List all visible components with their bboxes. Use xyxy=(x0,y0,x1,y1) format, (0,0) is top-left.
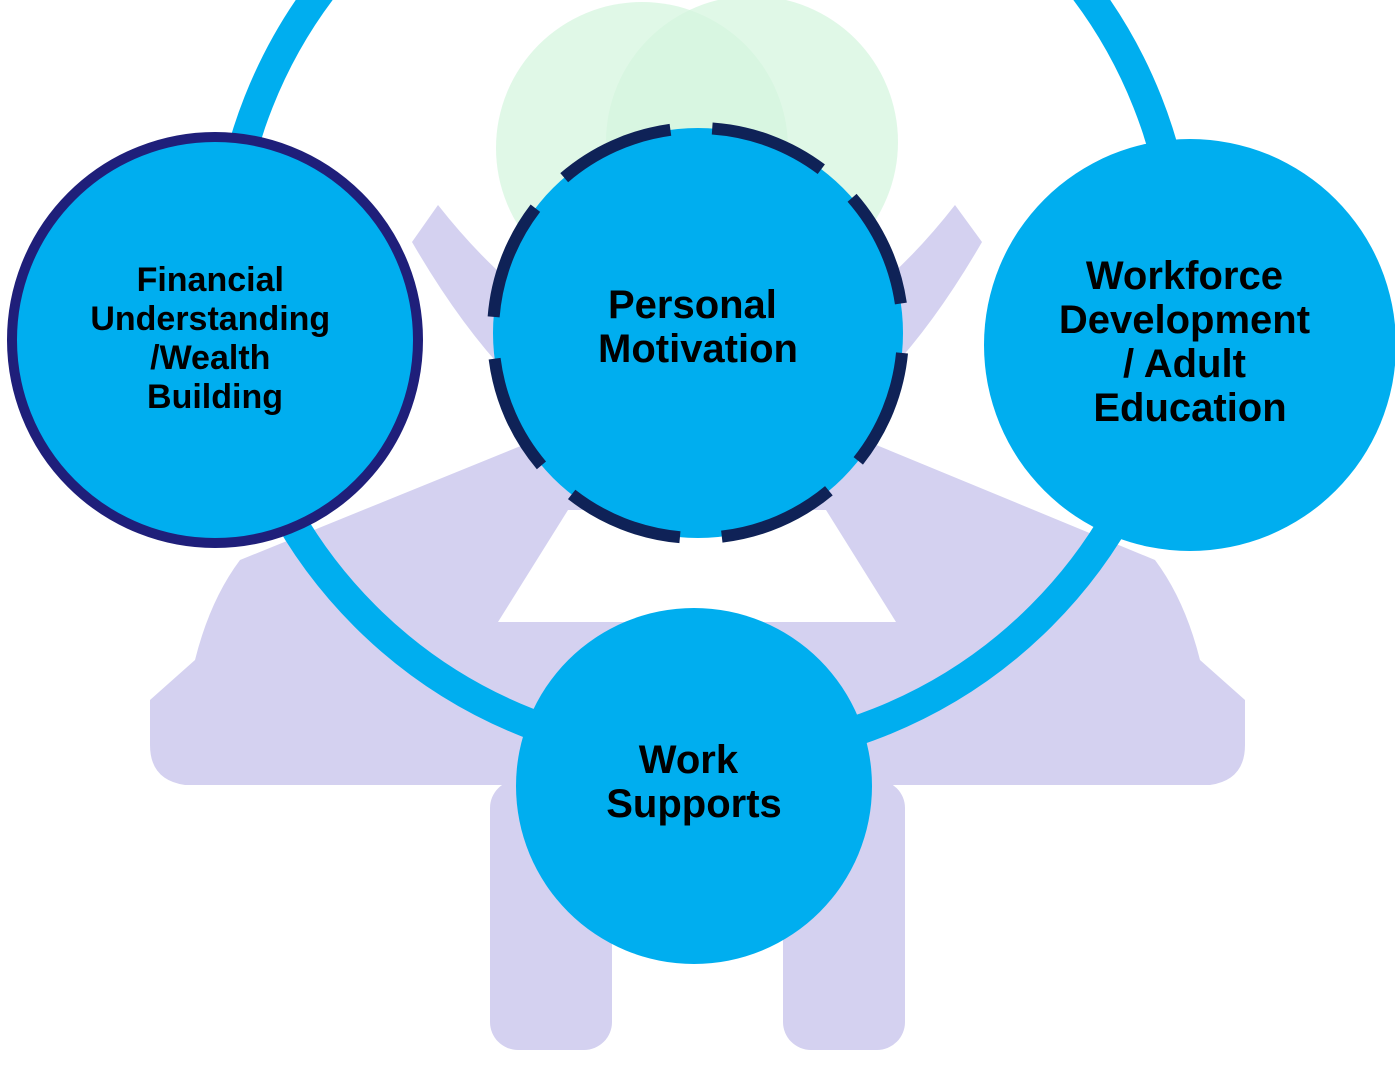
node-personal-line-1: Personal xyxy=(608,283,777,327)
node-supports-label: Work Supports xyxy=(606,738,782,826)
node-financial-circle xyxy=(12,137,418,543)
node-workforce-line-1: Workforce xyxy=(1086,254,1283,298)
node-workforce-label: Workforce Development / Adult Education xyxy=(1059,254,1321,430)
node-workforce: Workforce Development / Adult Education xyxy=(984,139,1395,551)
node-financial-label: Financial Understanding /Wealth Building xyxy=(90,261,339,416)
node-personal: Personal Motivation xyxy=(487,122,909,544)
node-workforce-line-2: Development xyxy=(1059,298,1310,342)
node-supports-line-2: Supports xyxy=(606,782,782,826)
node-financial-line-2: Understanding xyxy=(90,300,330,338)
node-supports: Work Supports xyxy=(516,608,872,964)
node-financial-border xyxy=(7,132,423,548)
node-personal-line-2: Motivation xyxy=(598,327,798,371)
node-workforce-line-4: Education xyxy=(1093,386,1286,430)
node-supports-line-1: Work xyxy=(639,738,739,782)
node-financial-line-3: /Wealth xyxy=(150,339,270,377)
node-workforce-circle xyxy=(984,139,1395,551)
node-financial: Financial Understanding /Wealth Building xyxy=(7,132,423,548)
node-supports-circle xyxy=(516,608,872,964)
silhouette-notch xyxy=(498,510,896,622)
node-financial-line-1: Financial xyxy=(137,261,284,299)
node-personal-label: Personal Motivation xyxy=(598,283,798,371)
node-workforce-line-3: / Adult xyxy=(1123,342,1246,386)
node-financial-line-4: Building xyxy=(147,378,283,416)
node-personal-circle xyxy=(493,128,903,538)
